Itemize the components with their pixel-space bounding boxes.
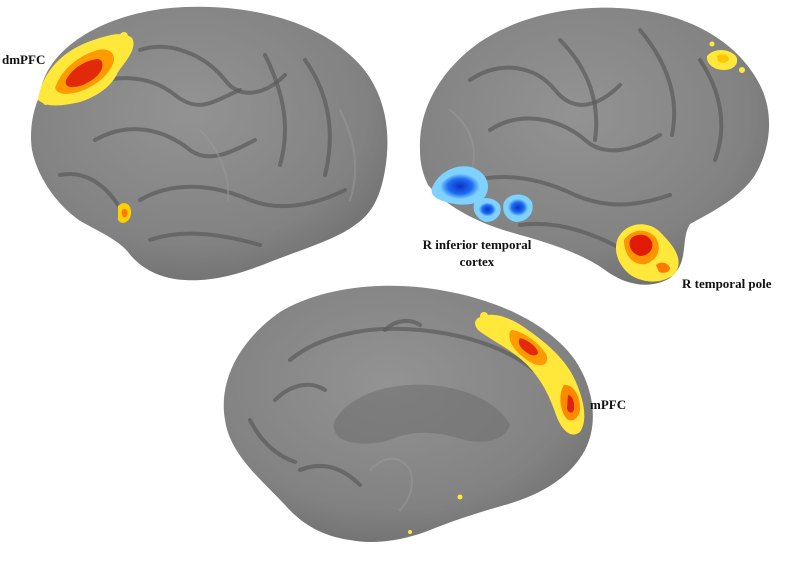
medial-hemisphere: [223, 285, 593, 542]
mpfc-label: mPFC: [590, 397, 627, 412]
r-inferior-temporal-activation: [431, 166, 533, 222]
r-inferior-temporal-label: R inferior temporal cortex: [394, 236, 560, 270]
right-frontal-activation: [706, 41, 745, 73]
left-lateral-hemisphere: [30, 6, 388, 281]
r-temporal-pole-label: R temporal pole: [682, 276, 772, 291]
dmpfc-activation: [38, 32, 134, 106]
mpfc-activation: [475, 312, 585, 435]
r-inferior-temporal-label-line2: cortex: [459, 254, 495, 269]
medial-small-activation: [408, 494, 463, 534]
right-lateral-hemisphere: [419, 7, 770, 285]
left-orbitofrontal-activation: [118, 203, 132, 223]
r-inferior-temporal-label-line1: R inferior temporal: [422, 237, 532, 252]
dmpfc-label: dmPFC: [2, 52, 46, 67]
r-temporal-pole-activation: [615, 224, 679, 282]
